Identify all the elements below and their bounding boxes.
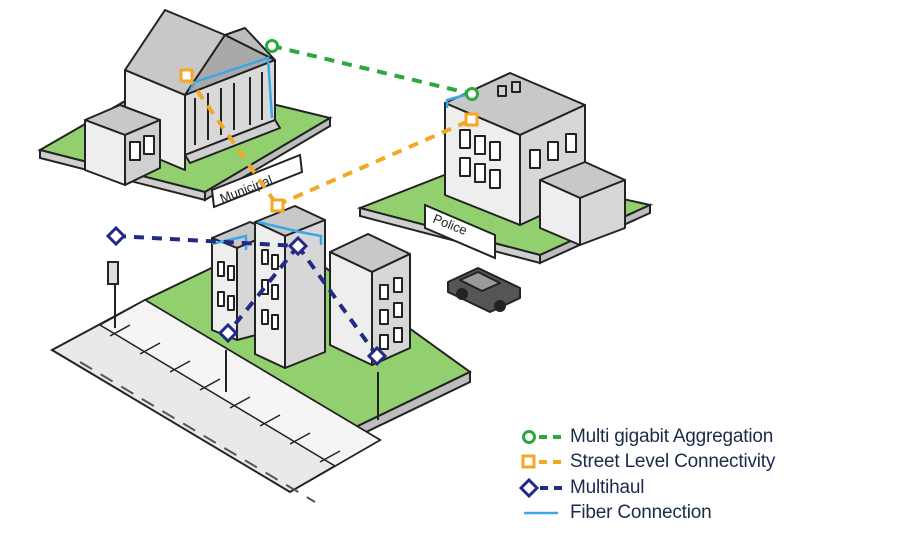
- orange-square-dash-icon: [521, 454, 564, 469]
- police-building: [444, 72, 626, 246]
- multihaul-links: [105, 225, 388, 367]
- legend-label-aggregation: Multi gigabit Aggregation: [570, 425, 774, 447]
- street-poles: [107, 261, 379, 420]
- legend: Multi gigabit Aggregation Street Level C…: [518, 424, 888, 526]
- street-level-links: [179, 68, 479, 213]
- legend-label-fiber: Fiber Connection: [570, 502, 712, 524]
- legend-item-street-level: Street Level Connectivity: [518, 450, 888, 476]
- police-car: [447, 267, 521, 313]
- legend-label-street-level: Street Level Connectivity: [570, 451, 776, 473]
- fiber-lines: [188, 56, 473, 250]
- legend-item-aggregation: Multi gigabit Aggregation: [518, 424, 888, 450]
- blue-line-icon: [524, 512, 558, 515]
- street: [49, 298, 382, 503]
- legend-item-fiber: Fiber Connection: [518, 501, 888, 527]
- navy-diamond-dash-icon: [518, 477, 564, 498]
- legend-label-multihaul: Multihaul: [570, 476, 645, 498]
- green-circle-dash-icon: [522, 429, 564, 444]
- legend-item-multihaul: Multihaul: [518, 475, 888, 501]
- aggregation-links: [265, 39, 479, 101]
